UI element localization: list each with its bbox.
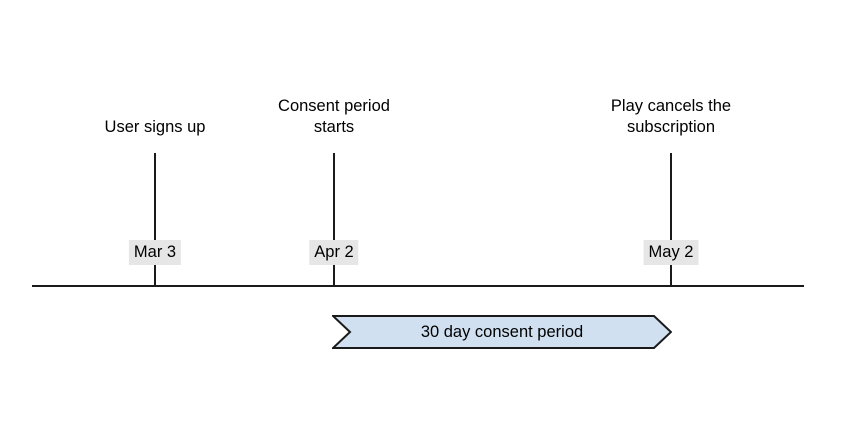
event-date-chip-1: Mar 3 xyxy=(128,240,182,265)
event-caption-1: User signs up xyxy=(104,118,206,136)
event-caption-3: Play cancels the subscription xyxy=(610,97,732,136)
chevron-banner-shape xyxy=(332,315,672,349)
event-tick-1 xyxy=(154,153,156,286)
event-tick-2 xyxy=(333,153,335,286)
timeline-axis xyxy=(32,285,804,287)
consent-period-banner: 30 day consent period xyxy=(332,315,672,349)
event-date-chip-2: Apr 2 xyxy=(309,240,359,265)
event-date-chip-3: May 2 xyxy=(643,240,699,265)
event-caption-2: Consent period starts xyxy=(278,97,390,136)
event-tick-3 xyxy=(670,153,672,286)
